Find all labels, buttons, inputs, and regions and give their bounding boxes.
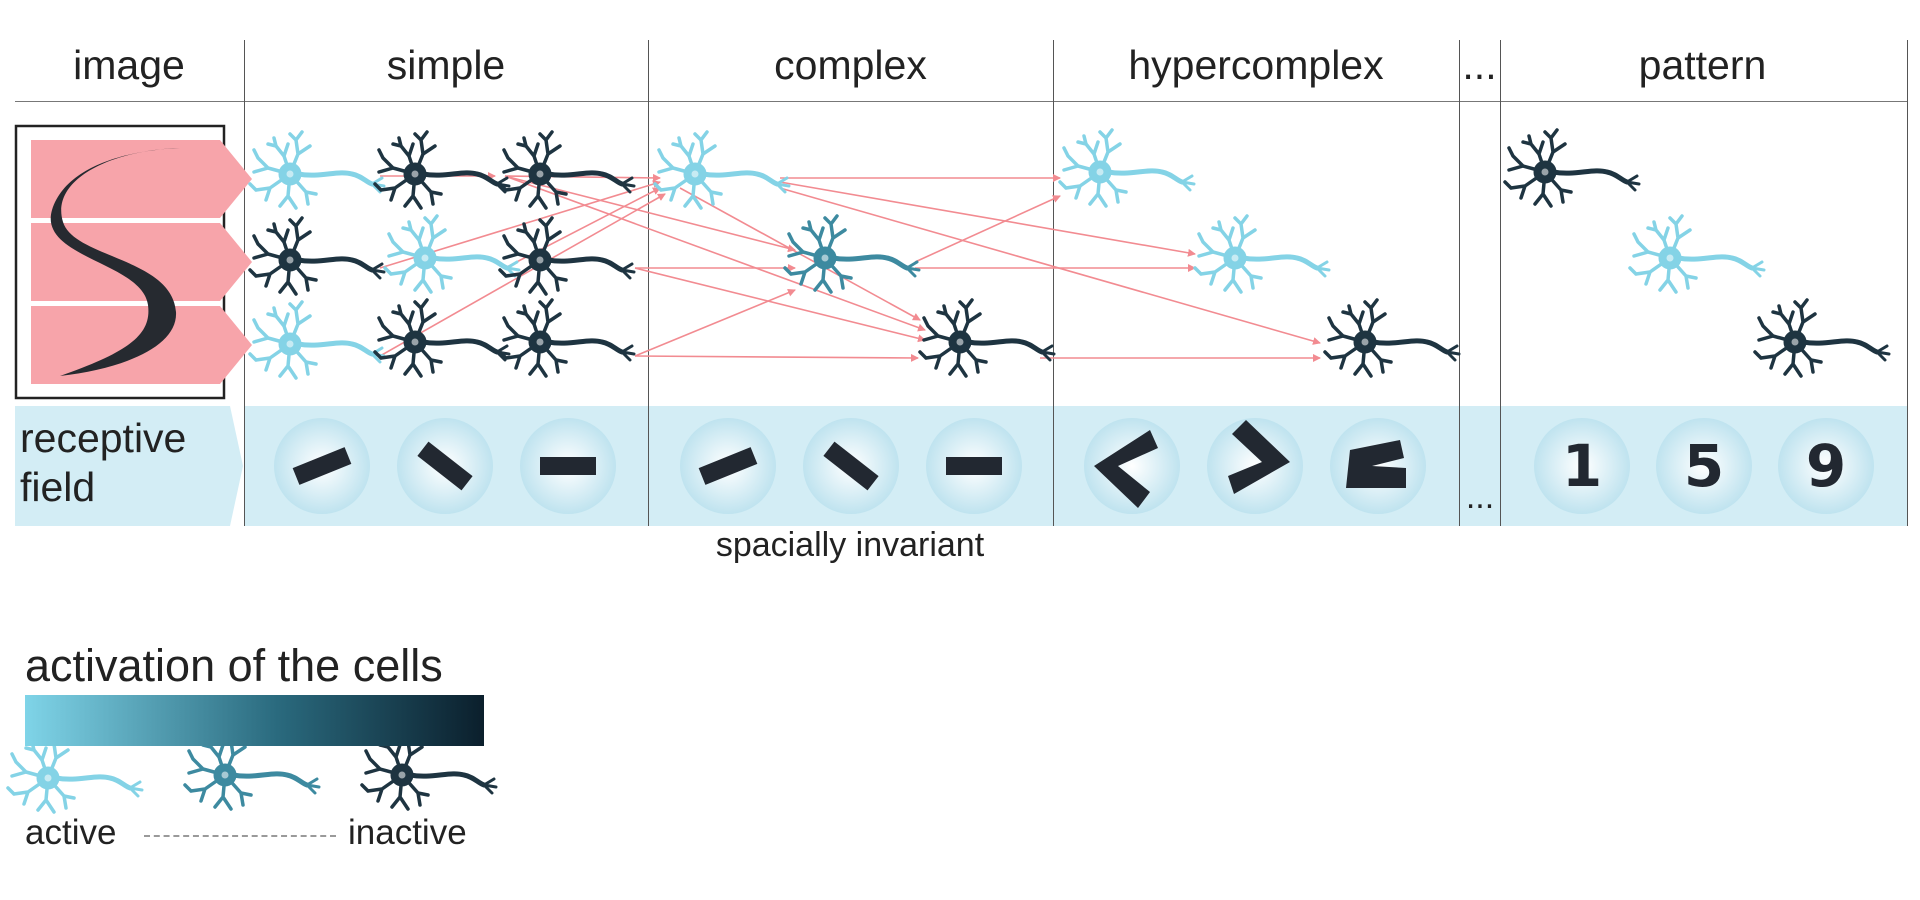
connections	[379, 172, 1321, 362]
connection-arrow	[379, 193, 666, 357]
header-pattern: pattern	[1638, 42, 1767, 88]
spatial-invariance-caption: spacially invariant	[715, 526, 985, 564]
connection-arrow	[779, 187, 1321, 345]
neuron-hypercomplex-active	[1195, 216, 1329, 292]
connection-arrow	[634, 267, 926, 343]
rf-circle	[1084, 418, 1180, 514]
neuron-pattern-inactive	[1505, 130, 1639, 206]
neuron-simple-inactive	[375, 132, 509, 208]
legend-active-label: active	[25, 813, 117, 852]
band-ellipsis: ...	[1466, 478, 1494, 516]
neuron-simple-active	[250, 302, 384, 378]
neuron-simple-inactive	[500, 218, 634, 294]
s-shape-glyph	[50, 148, 180, 376]
pattern-digit: 5	[1684, 432, 1724, 500]
divider-hypercomplex-ellipsis	[1459, 40, 1460, 526]
input-image	[14, 124, 252, 400]
divider-simple-complex	[648, 40, 649, 526]
connection-arrow	[914, 195, 1061, 263]
neuron-pattern-active	[1630, 216, 1764, 292]
receptive-field-label-shape	[15, 406, 243, 526]
neuron-complex-mid	[785, 216, 919, 292]
legend-neuron-active	[8, 736, 142, 812]
divider-right-edge	[1907, 40, 1908, 526]
header-complex: complex	[774, 42, 927, 88]
rf-circle	[1656, 418, 1752, 514]
rf-circle	[1330, 418, 1426, 514]
connection-arrow	[634, 288, 796, 357]
receptive-fields	[274, 418, 1874, 514]
divider-complex-hypercomplex	[1053, 40, 1054, 526]
rf-angle-right	[1228, 420, 1290, 494]
rf-circle	[1534, 418, 1630, 514]
neuron-simple-inactive	[375, 300, 509, 376]
neuron-simple-inactive	[250, 218, 384, 294]
receptive-field-label-line2: field	[20, 464, 96, 510]
legend-inactive-label: inactive	[348, 813, 467, 852]
receptive-field-label-line1: receptive	[20, 415, 187, 461]
divider-image-simple	[244, 40, 245, 526]
image-row-arrow	[31, 223, 252, 301]
neuron-simple-active	[250, 132, 384, 208]
neuron-complex-inactive	[920, 300, 1054, 376]
activation-gradient-bar	[25, 695, 484, 746]
rf-bar-up-slant	[292, 447, 352, 485]
receptive-field-label: receptive field	[20, 414, 186, 512]
header-ellipsis: ...	[1462, 42, 1497, 88]
image-row-arrow	[31, 140, 252, 218]
header-hypercomplex: hypercomplex	[1128, 42, 1384, 88]
connection-arrow	[504, 175, 926, 332]
neuron-pattern-inactive	[1755, 300, 1889, 376]
header-divider	[15, 101, 1908, 102]
legend-title: activation of the cells	[25, 640, 443, 691]
header-image: image	[73, 42, 185, 88]
rf-bar-up-slant	[698, 447, 758, 485]
connection-arrow	[634, 353, 919, 362]
rf-bar-horizontal	[946, 457, 1002, 475]
neuron-complex-active	[655, 132, 789, 208]
divider-ellipsis-pattern	[1500, 40, 1501, 526]
neuron-hypercomplex-inactive	[1325, 300, 1459, 376]
rf-bar-down-slant	[823, 441, 879, 491]
neuron-hypercomplex-active	[1060, 130, 1194, 206]
pattern-digit: 9	[1806, 432, 1846, 500]
pattern-digit: 1	[1562, 432, 1602, 500]
rf-bar-horizontal	[540, 457, 596, 475]
connection-arrow	[504, 173, 661, 182]
rf-angle-wedge	[1346, 440, 1406, 488]
rf-bar-down-slant	[417, 441, 473, 491]
header-simple: simple	[386, 42, 506, 88]
legend-dashed-line	[144, 835, 336, 837]
rf-circle	[1778, 418, 1874, 514]
neuron-simple-active	[385, 216, 519, 292]
rf-glyphs	[292, 420, 1406, 508]
neuron-simple-inactive	[500, 300, 634, 376]
connection-arrow	[779, 181, 1196, 257]
rf-angle-left	[1094, 430, 1158, 508]
